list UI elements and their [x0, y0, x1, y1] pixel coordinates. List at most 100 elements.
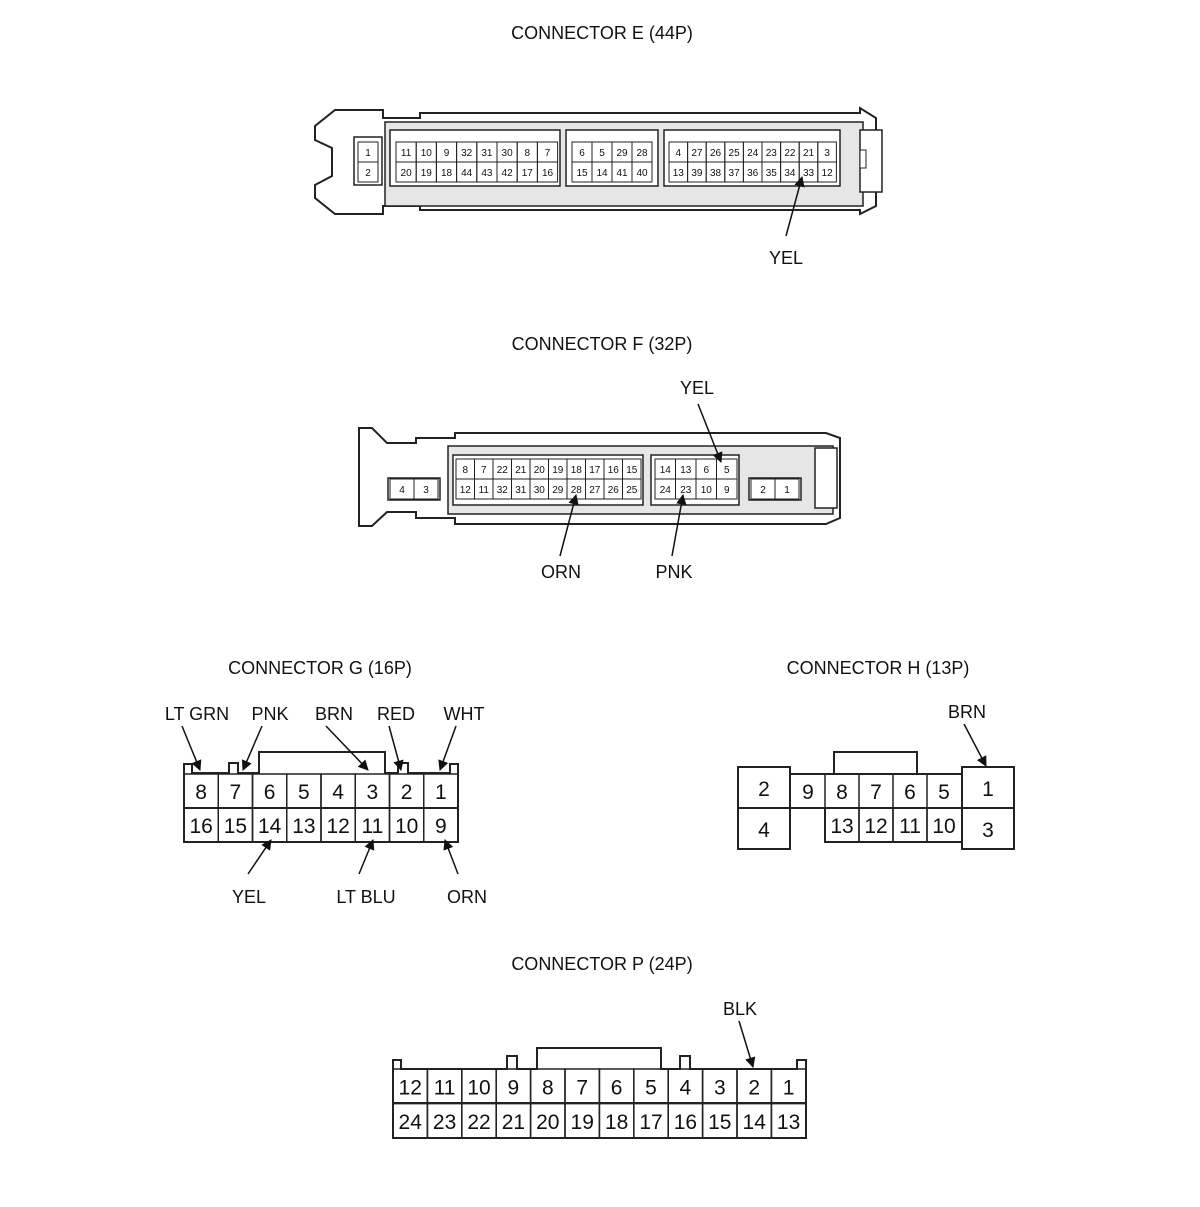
connector-f-pin-20: 20: [534, 465, 546, 476]
connector-p-pin-3: 3: [714, 1076, 726, 1099]
connector-e-pin-22: 22: [784, 148, 796, 159]
connector-g-pin-12: 12: [326, 815, 349, 838]
connector-p-pin-22: 22: [467, 1111, 490, 1134]
connector-e-pin-30: 30: [502, 148, 514, 159]
connector-f-pin-8: 8: [462, 465, 468, 476]
connector-e-block-1: [389, 129, 561, 187]
connector-f-pin-10: 10: [701, 485, 713, 496]
connector-g-pin-15: 15: [224, 815, 247, 838]
connector-g-yel-arrow: [247, 839, 272, 875]
connector-h-pin-9: 9: [802, 781, 814, 804]
connector-h-title: CONNECTOR H (13P): [787, 658, 970, 678]
connector-f-block-2: [650, 454, 740, 506]
connector-f-pin-12: 12: [460, 485, 472, 496]
connector-f-pnk-arrow: [671, 493, 687, 557]
connector-p-pin-15: 15: [708, 1111, 731, 1134]
connector-f-pin-5: 5: [724, 465, 730, 476]
connector-e-block-3: [663, 129, 841, 187]
connector-f-pin-25: 25: [626, 485, 638, 496]
connector-e-yel-arrow: [785, 175, 805, 237]
connector-e-pin-13: 13: [673, 168, 685, 179]
connector-e-pin-37: 37: [729, 168, 741, 179]
connector-f-pin-28: 28: [571, 485, 583, 496]
connector-p-pin-1: 1: [783, 1076, 795, 1099]
connector-h-key: [833, 751, 918, 775]
connector-p-pin-19: 19: [571, 1111, 594, 1134]
connector-g-wire-pnk: PNK: [251, 704, 288, 724]
connector-e-pin-8: 8: [525, 148, 531, 159]
connector-h-pin-10: 10: [932, 815, 955, 838]
connector-f-pin-13: 13: [680, 465, 692, 476]
connector-g-orn-arrow: [443, 839, 459, 875]
connector-f-pin-cell: [413, 478, 439, 500]
connector-e-pin-cell: [817, 161, 837, 183]
connector-p-pin-4: 4: [680, 1076, 692, 1099]
connector-g-wire-lt-grn: LT GRN: [165, 704, 229, 724]
connector-f-pin-17: 17: [589, 465, 601, 476]
connector-f-pin-7: 7: [481, 465, 487, 476]
connector-p-wire-blk: BLK: [723, 999, 757, 1019]
connector-f-pin-16: 16: [608, 465, 620, 476]
connector-g-lt-blu-arrow: [358, 839, 375, 875]
connector-g-wire-wht: WHT: [444, 704, 485, 724]
connector-p-title: CONNECTOR P (24P): [511, 954, 692, 974]
connector-e-wire-yel: YEL: [769, 248, 803, 268]
connector-e-pin-24: 24: [747, 148, 759, 159]
connector-f-wire-pnk: PNK: [655, 562, 692, 582]
connector-e-pin-39: 39: [691, 168, 703, 179]
connector-e-pin-40: 40: [636, 168, 648, 179]
connector-f-orn-arrow: [559, 493, 579, 557]
connector-f-pin-27: 27: [589, 485, 601, 496]
connector-h-pin-3: 3: [982, 819, 994, 842]
connector-p-pin-23: 23: [433, 1111, 456, 1134]
connector-e-pin-44: 44: [461, 168, 473, 179]
connector-p-pin-8: 8: [542, 1076, 554, 1099]
connector-e-pin-26: 26: [710, 148, 722, 159]
connector-e-pin-6: 6: [579, 148, 585, 159]
connector-h-pin-13: 13: [830, 815, 853, 838]
connector-e-pin-43: 43: [481, 168, 493, 179]
connector-e-pin-35: 35: [766, 168, 778, 179]
connector-h-pin-4: 4: [758, 819, 770, 842]
connector-f-pin-6: 6: [703, 465, 709, 476]
connector-e-pin-7: 7: [545, 148, 551, 159]
connector-p-pin-cell: [770, 1102, 807, 1139]
connector-e-pin-21: 21: [803, 148, 815, 159]
connector-e-pin-2: 2: [365, 168, 371, 179]
connector-f-pin-18: 18: [571, 465, 583, 476]
connector-f-pin-2: 2: [760, 485, 766, 496]
connector-p-pin-17: 17: [639, 1111, 662, 1134]
connector-h-pin-11: 11: [899, 815, 921, 838]
connector-g-pin-11: 11: [361, 815, 383, 838]
connector-e-pin-cell: [357, 161, 379, 183]
connector-g-pin-16: 16: [189, 815, 212, 838]
connector-h-pin-5: 5: [938, 781, 950, 804]
connector-g-pin-6: 6: [264, 781, 276, 804]
connector-p-pin-9: 9: [508, 1076, 520, 1099]
connector-g-wire-brn: BRN: [315, 704, 353, 724]
connector-h-brn-arrow: [963, 723, 987, 767]
connector-g-pin-2: 2: [401, 781, 413, 804]
connector-f-pin-19: 19: [552, 465, 564, 476]
connector-e-pin-33: 33: [803, 168, 815, 179]
connector-e-pin-41: 41: [616, 168, 628, 179]
connector-e-pin-38: 38: [710, 168, 722, 179]
connector-g-brn-arrow: [325, 725, 369, 771]
connector-g-pin-3: 3: [367, 781, 379, 804]
connector-e-pin-16: 16: [542, 168, 554, 179]
connector-h-pin-2: 2: [758, 778, 770, 801]
connector-e-pin-10: 10: [421, 148, 433, 159]
connector-g-lt-grn-arrow: [181, 725, 202, 771]
connector-f-wire-orn: ORN: [541, 562, 581, 582]
connector-p-pin-10: 10: [467, 1076, 490, 1099]
connector-p-pin-14: 14: [743, 1111, 767, 1134]
connector-p-pin-24: 24: [399, 1111, 423, 1134]
connector-p-pin-2: 2: [748, 1076, 760, 1099]
